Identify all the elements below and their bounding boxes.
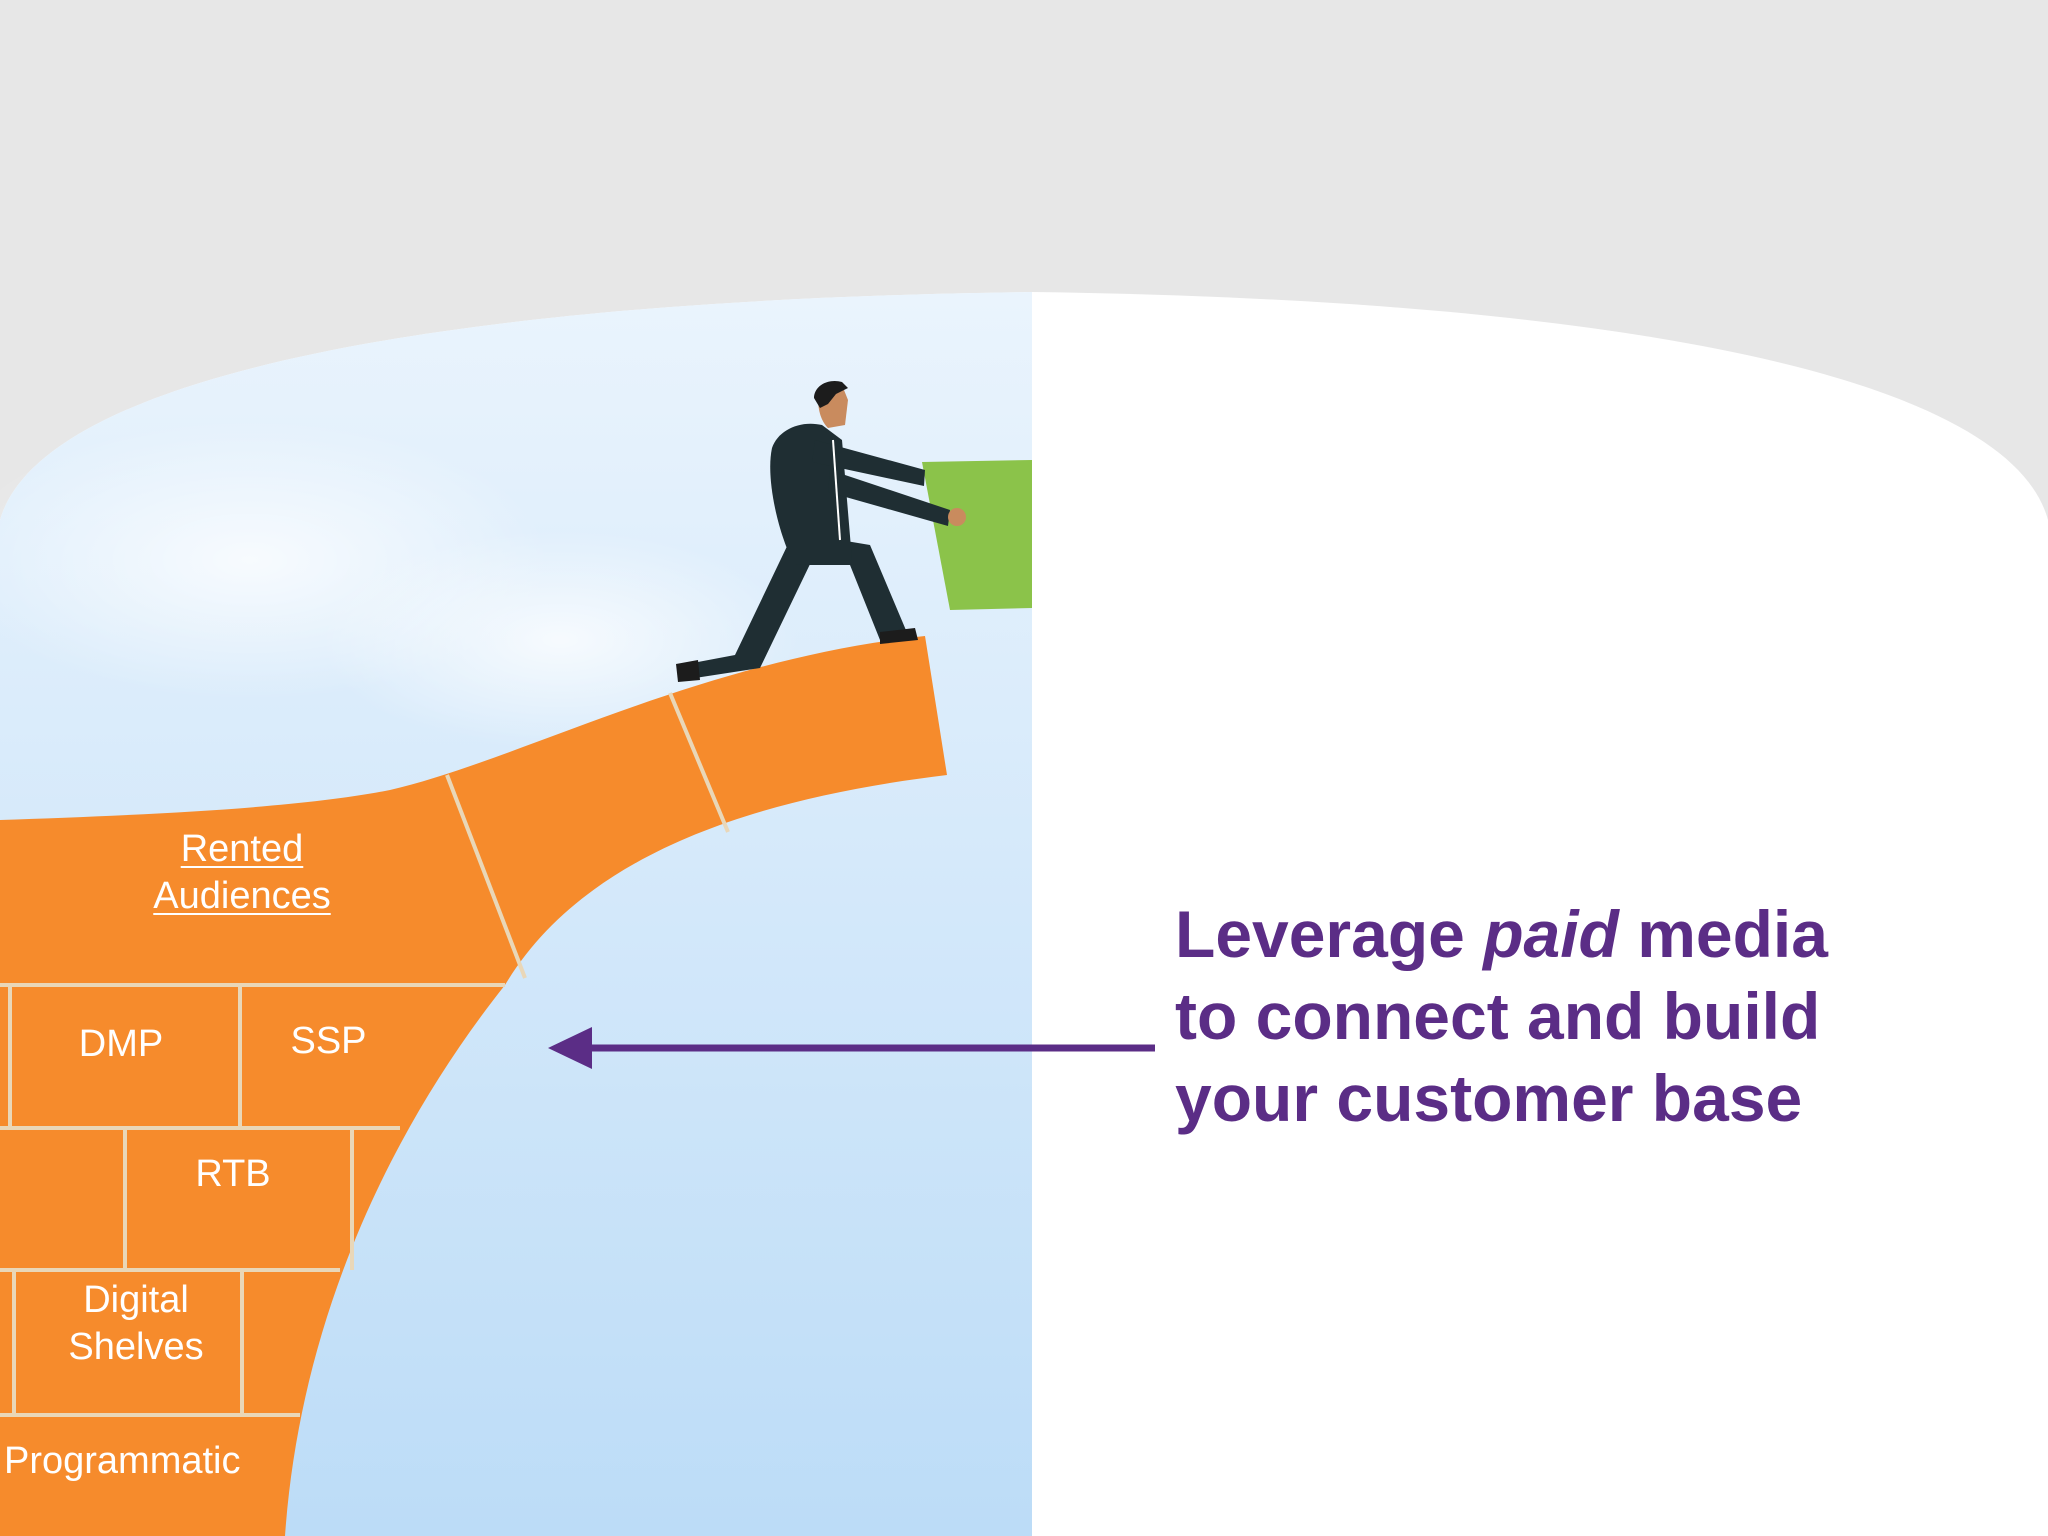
headline: Leverage paid media to connect and build… — [1175, 893, 1895, 1139]
headline-part1: Leverage — [1175, 897, 1484, 971]
headline-line2: to connect and build — [1175, 979, 1821, 1053]
headline-part2: media — [1618, 897, 1828, 971]
brick-label-rented: Rented Audiences — [142, 826, 342, 920]
brick-text-rented-line2: Audiences — [153, 875, 331, 917]
brick-label-digital-shelves: Digital Shelves — [36, 1277, 236, 1371]
brick-text-digital: Digital — [83, 1279, 189, 1321]
brick-label-dmp: DMP — [78, 1023, 164, 1065]
brick-label-rtb: RTB — [195, 1153, 271, 1195]
brick-mortar — [0, 692, 730, 1417]
green-block-icon — [922, 460, 1032, 610]
headline-line3: your customer base — [1175, 1061, 1803, 1135]
headline-emphasis: paid — [1483, 897, 1619, 971]
left-arrow-icon — [548, 1027, 1155, 1069]
businessman-icon — [676, 380, 966, 682]
brick-text-rented-line1: Rented — [180, 828, 304, 870]
bridge-arch — [0, 636, 947, 1536]
brick-label-ssp: SSP — [290, 1020, 367, 1062]
headline-line1: Leverage paid media — [1175, 893, 1895, 975]
brick-text-shelves: Shelves — [68, 1326, 204, 1368]
brick-label-programmatic: Programmatic — [4, 1440, 241, 1482]
